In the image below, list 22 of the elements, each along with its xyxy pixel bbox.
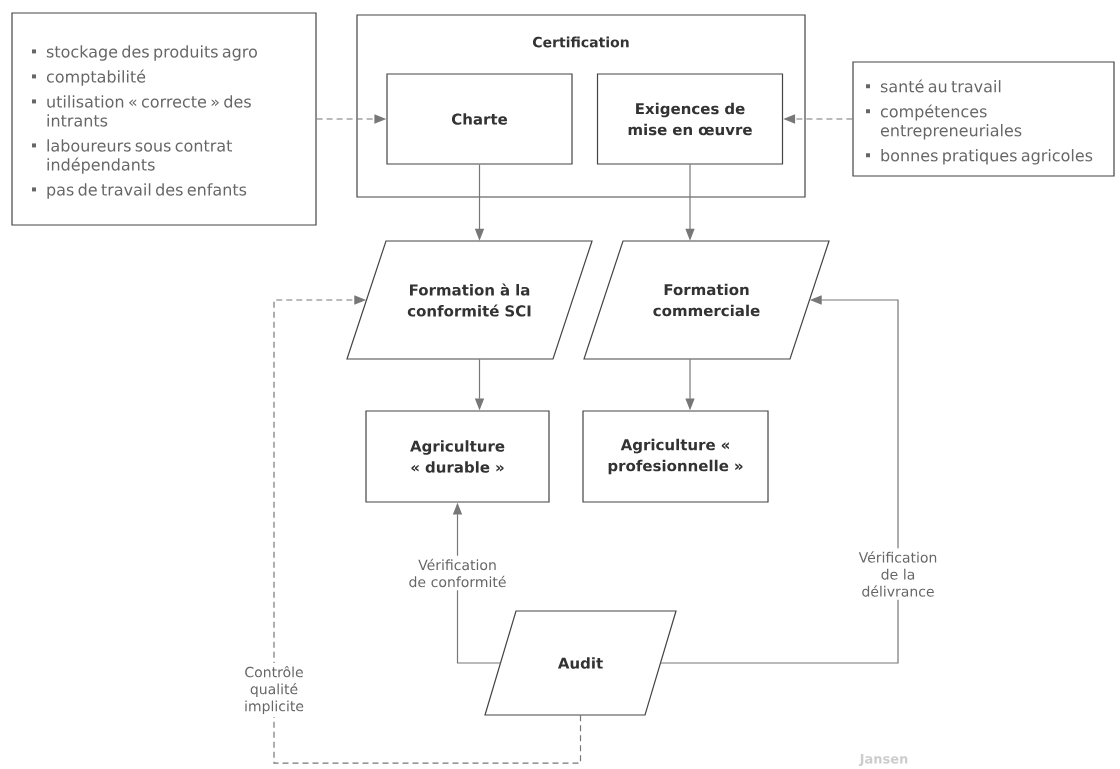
list-box	[852, 61, 1115, 177]
list-item: compétences entrepreneuriales	[866, 104, 1022, 140]
process-box: Exigences de mise en œuvre	[596, 73, 784, 165]
process-box: Agriculture « durable »	[365, 410, 550, 503]
list-item: pas de travail des enfants	[32, 183, 247, 199]
list-item: comptabilité	[32, 69, 146, 86]
edge-label: Vérification de la délivrance	[850, 548, 946, 600]
dashed-arrow	[273, 295, 582, 764]
edge-label: Contrôle qualité implicite	[233, 662, 315, 718]
list-box	[11, 12, 317, 226]
parallelogram-box: Audit	[484, 610, 677, 716]
list-item: utilisation « correcte » des intrants	[32, 95, 251, 127]
edge-label: Vérification de conformité	[397, 555, 518, 591]
list-item: laboureurs sous contrat indépendants	[32, 139, 232, 174]
list-item: stockage des produits agro	[32, 45, 257, 61]
parallelogram-box: Formation à la conformité SCI	[346, 240, 593, 360]
list-item: bonnes pratiques agricoles	[866, 149, 1093, 165]
parallelogram-box: Formation commerciale	[583, 240, 830, 360]
process-box: Charte	[386, 73, 573, 165]
arrow	[660, 295, 899, 664]
process-box: Agriculture « profesionnelle »	[582, 410, 769, 503]
list-item: santé au travail	[866, 79, 1001, 93]
